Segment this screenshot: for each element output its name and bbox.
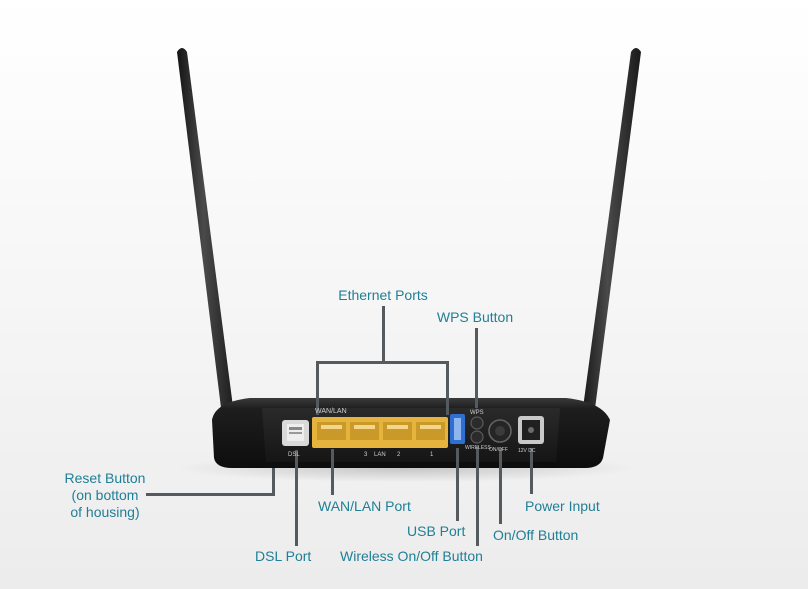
power-jack bbox=[518, 416, 544, 444]
wireless-button-shape bbox=[470, 430, 484, 444]
reset-button-label-line-2: (on bottom bbox=[71, 487, 139, 503]
usb-port-label: USB Port bbox=[407, 523, 466, 539]
ethernet-ports bbox=[312, 417, 448, 448]
reset-button-label-line-3: of housing) bbox=[70, 504, 140, 520]
ethernet-ports-label: Ethernet Ports bbox=[338, 287, 428, 303]
usb-port bbox=[450, 414, 465, 444]
marking-wireless: WIRELESS bbox=[465, 445, 492, 451]
reset-button-label-line-1: Reset Button bbox=[64, 470, 146, 486]
device-markings: WAN/LAN WPS DSL LAN 3 2 1 WIRELESS ON/OF… bbox=[288, 408, 536, 458]
on-off-button-label: On/Off Button bbox=[493, 527, 579, 543]
wan-lan-port-label: WAN/LAN Port bbox=[318, 498, 411, 514]
marking-port-1: 1 bbox=[430, 452, 434, 458]
wireless-on-off-button-label: Wireless On/Off Button bbox=[340, 548, 483, 564]
marking-port-2: 2 bbox=[397, 452, 401, 458]
right-antenna bbox=[570, 48, 641, 458]
dsl-port bbox=[282, 420, 309, 446]
marking-wps: WPS bbox=[470, 410, 484, 416]
wps-button-shape bbox=[470, 416, 484, 430]
power-switch bbox=[488, 419, 512, 443]
left-antenna bbox=[177, 48, 244, 458]
marking-lan: LAN bbox=[374, 452, 386, 458]
marking-dsl: DSL bbox=[288, 452, 300, 458]
marking-on-off: ON/OFF bbox=[489, 447, 508, 453]
power-input-label: Power Input bbox=[525, 498, 600, 514]
leader-lines bbox=[146, 306, 533, 546]
marking-wan-lan: WAN/LAN bbox=[315, 408, 347, 415]
marking-power: 12V DC bbox=[518, 448, 536, 454]
reset-button-label: Reset Button (on bottom of housing) bbox=[58, 470, 152, 521]
marking-port-3: 3 bbox=[364, 452, 368, 458]
dsl-port-label: DSL Port bbox=[255, 548, 312, 564]
wps-button-label: WPS Button bbox=[436, 309, 514, 325]
